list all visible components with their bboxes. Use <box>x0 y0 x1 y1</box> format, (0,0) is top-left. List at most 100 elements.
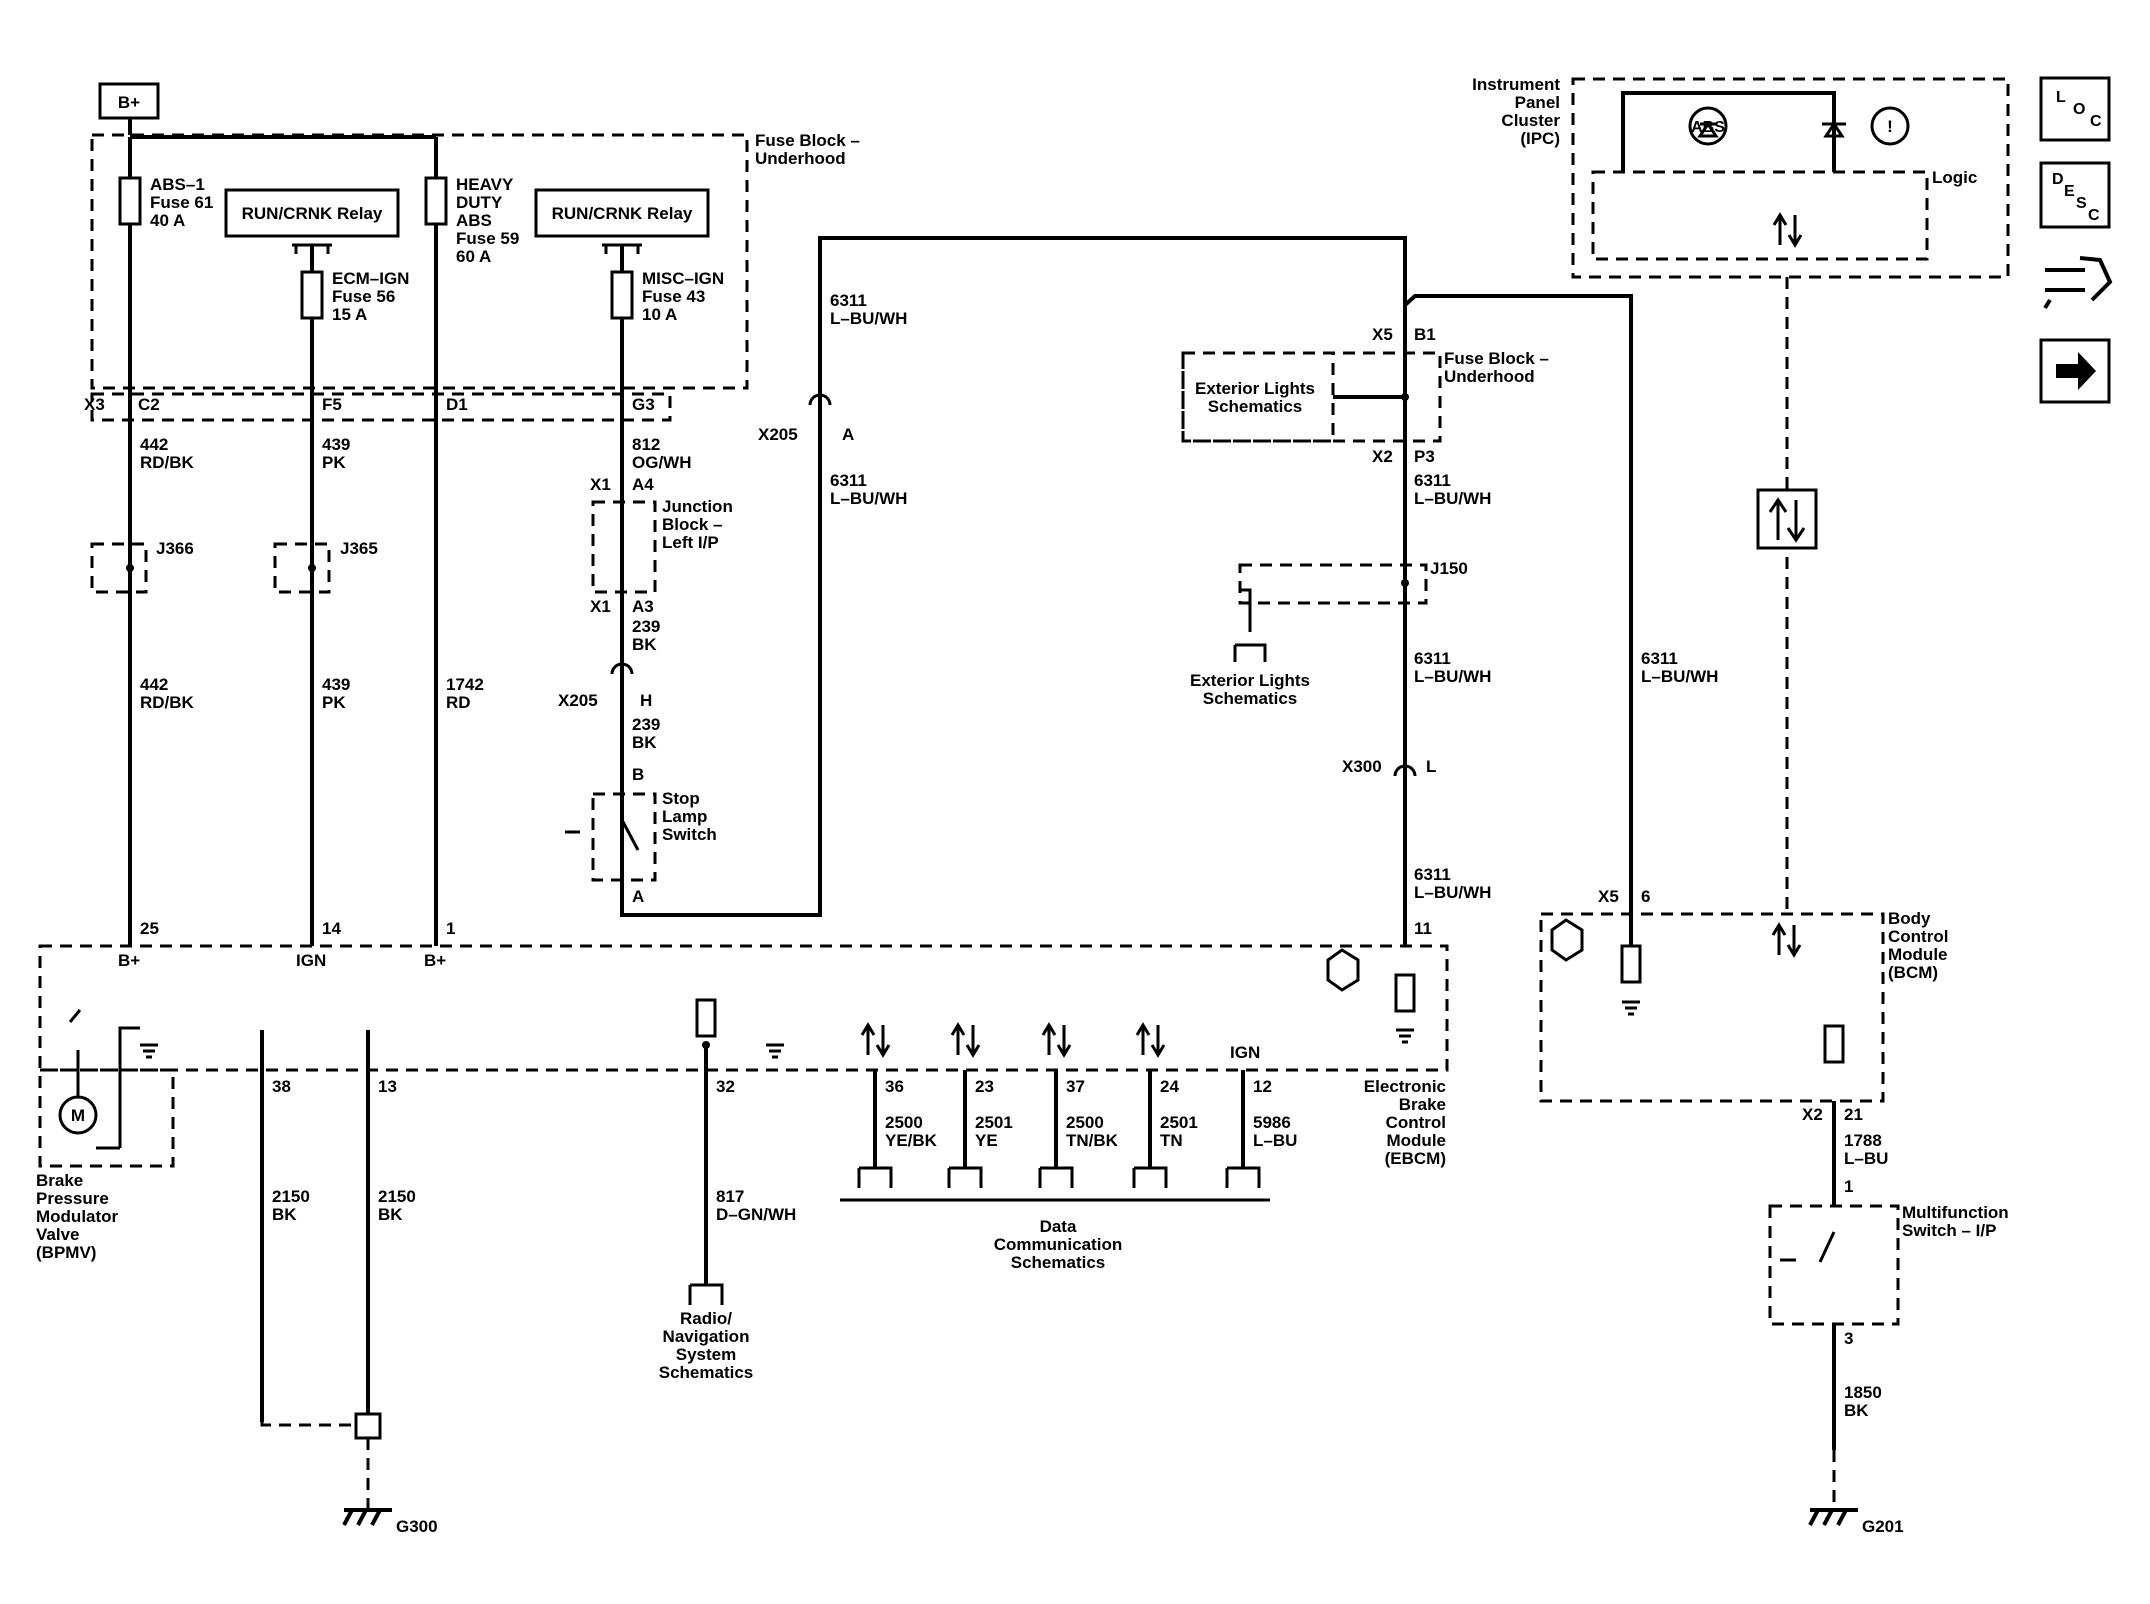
ebcm-box <box>38 944 1449 1072</box>
bplus-top-label: B+ <box>118 93 140 112</box>
j150-box <box>1238 563 1428 605</box>
x1b-label: X1 <box>590 597 611 616</box>
w2501a-2: YE <box>975 1131 998 1150</box>
w442b-2: RD/BK <box>140 693 195 712</box>
ebcm-hand-icon <box>1326 948 1360 992</box>
pin32-label: 32 <box>716 1077 735 1096</box>
ign-pin12-label: IGN <box>1230 1043 1260 1062</box>
text-labels: Fuse Block – Underhood ABS–1 Fuse 61 40 … <box>36 75 2009 1536</box>
bpmv-internal <box>68 1009 140 1150</box>
wire-j150-ext <box>1240 588 1252 632</box>
relay1-output <box>292 243 332 254</box>
w6311-mid-2: L–BU/WH <box>830 489 907 508</box>
misc-ign-3: 10 A <box>642 305 677 324</box>
ebcm-5: (EBCM) <box>1385 1149 1446 1168</box>
pin6-label: 6 <box>1641 887 1650 906</box>
w6311-j150-2: L–BU/WH <box>1414 667 1491 686</box>
pin24-label: 24 <box>1160 1077 1179 1096</box>
ext-lights1-1: Exterior Lights <box>1195 379 1315 398</box>
w2501b-2: TN <box>1160 1131 1183 1150</box>
multifunction-switch-box <box>1768 1204 1900 1326</box>
bplus-ebcm2-label: B+ <box>424 951 446 970</box>
x205-a-label: X205 <box>758 425 798 444</box>
nav-loc-l: L <box>2056 89 2066 106</box>
bcm-input-resistor <box>1620 944 1642 984</box>
w442b-1: 442 <box>140 675 168 694</box>
nav-diagnostic-icon[interactable] <box>2043 256 2113 310</box>
data-comm-arrows <box>860 1022 1166 1058</box>
fuse-abs1 <box>118 176 142 226</box>
pin3-label: 3 <box>1844 1329 1853 1348</box>
nav-desc-d: D <box>2052 171 2064 188</box>
w6311-top-2: L–BU/WH <box>830 309 907 328</box>
multifunction-2: Switch – I/P <box>1902 1221 1996 1240</box>
w1788-1: 1788 <box>1844 1131 1882 1150</box>
serial-data-arrows-icon <box>1756 488 1818 550</box>
b-pin-label: B <box>632 765 644 784</box>
a3-label: A3 <box>632 597 654 616</box>
bcm-output-resistor <box>1823 1024 1845 1064</box>
nav-next-arrow-icon[interactable] <box>2039 338 2111 404</box>
ipc-logic-box <box>1591 170 1929 261</box>
w1850-2: BK <box>1844 1401 1869 1420</box>
hd-abs-4: Fuse 59 <box>456 229 519 248</box>
brake-lamp-icon <box>1870 106 1910 146</box>
misc-ign-2: Fuse 43 <box>642 287 705 306</box>
x1a-label: X1 <box>590 475 611 494</box>
wire-812-239 <box>620 236 1407 946</box>
bcm-2: Control <box>1888 927 1948 946</box>
bcm-box <box>1539 912 1885 1103</box>
motor-label: M <box>71 1106 85 1125</box>
x3-label: X3 <box>84 395 105 414</box>
connector-x205-h <box>610 662 634 675</box>
w5986-2: L–BU <box>1253 1131 1297 1150</box>
ebcm-3: Control <box>1386 1113 1446 1132</box>
ipc-lamps: ABS ! <box>1688 106 1910 146</box>
w6311-p3-1: 6311 <box>1414 471 1451 490</box>
hd-abs-5: 60 A <box>456 247 491 266</box>
g300-ring-terminal <box>354 1412 382 1440</box>
ipc-logic-arrows <box>1772 212 1803 248</box>
fuse-block-underhood2-2: Underhood <box>1444 367 1535 386</box>
w439b-1: 439 <box>322 675 350 694</box>
ebcm-2: Brake <box>1399 1095 1446 1114</box>
connector-x205-a <box>808 393 832 406</box>
fuse-block-underhood-2: Underhood <box>755 149 846 168</box>
relay1-label: RUN/CRNK Relay <box>242 204 383 223</box>
fuse-ecm-ign <box>300 270 324 320</box>
w2500b-1: 2500 <box>1066 1113 1104 1132</box>
relay2: RUN/CRNK Relay <box>534 188 710 238</box>
a-pin-label: A <box>632 887 644 906</box>
bpmv-4: Valve <box>36 1225 80 1244</box>
w439a-2: PK <box>322 453 346 472</box>
nav-loc-button[interactable]: L O C <box>2039 76 2111 142</box>
b1-label: B1 <box>1414 325 1436 344</box>
w6311-bottom-2: L–BU/WH <box>1414 883 1491 902</box>
j365-box <box>273 542 331 594</box>
w239a-2: BK <box>632 635 657 654</box>
pin36-label: 36 <box>885 1077 904 1096</box>
fuse-misc-ign <box>610 270 634 320</box>
w239b-1: 239 <box>632 715 660 734</box>
hd-abs-3: ABS <box>456 211 492 230</box>
wires <box>128 91 1836 1510</box>
ipc-2: Panel <box>1515 93 1560 112</box>
pin11-label: 11 <box>1414 919 1432 938</box>
data-comm-2: Communication <box>994 1235 1122 1254</box>
abs-lamp-label: ABS <box>1691 119 1725 136</box>
nav-desc-button[interactable]: D E S C <box>2039 161 2111 229</box>
ebcm-4: Module <box>1387 1131 1447 1150</box>
w817-1: 817 <box>716 1187 744 1206</box>
w442a-1: 442 <box>140 435 168 454</box>
nav-desc-s: S <box>2076 195 2087 212</box>
relay2-label: RUN/CRNK Relay <box>552 204 693 223</box>
ecm-ign-3: 15 A <box>332 305 367 324</box>
g300-label: G300 <box>396 1517 438 1536</box>
fuse-hd-abs <box>424 176 448 226</box>
w2150a-1: 2150 <box>272 1187 310 1206</box>
ipc-1: Instrument <box>1472 75 1560 94</box>
pin1-mf-label: 1 <box>1844 1177 1853 1196</box>
w439b-2: PK <box>322 693 346 712</box>
stop-lamp-1: Stop <box>662 789 700 808</box>
splice-dots <box>126 393 1409 1049</box>
